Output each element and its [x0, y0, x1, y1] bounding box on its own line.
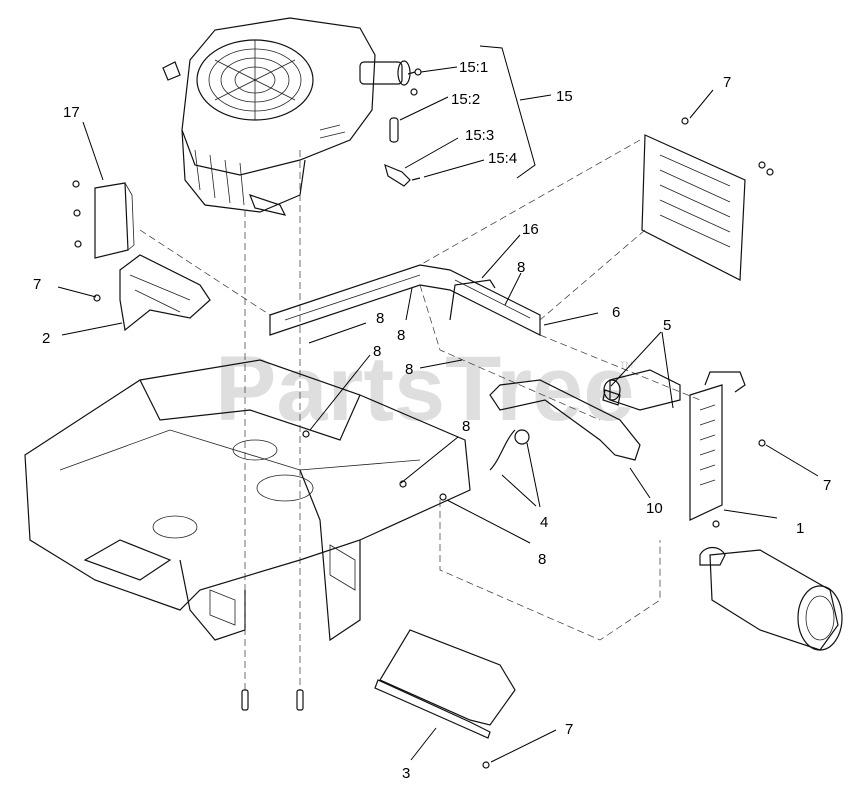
- callout-15-4: 15:4: [488, 150, 517, 167]
- callout-7-bottom: 7: [565, 721, 573, 738]
- callout-7-right: 7: [823, 477, 831, 494]
- rod-16[interactable]: [449, 279, 496, 321]
- callout-7-top: 7: [723, 74, 731, 91]
- muffler-guard-1[interactable]: [689, 371, 766, 528]
- exhaust-pipe-10[interactable]: [489, 369, 681, 461]
- bracket-15-3[interactable]: [384, 163, 411, 187]
- callout-7-left: 7: [33, 276, 41, 293]
- heat-shield-3[interactable]: [374, 629, 516, 769]
- callout-15: 15: [556, 88, 573, 105]
- engine-assembly[interactable]: [162, 17, 411, 216]
- fastener-15-1[interactable]: [407, 68, 422, 96]
- callout-8-f: 8: [462, 418, 470, 435]
- callout-8-d: 8: [373, 343, 381, 360]
- callout-15-1: 15:1: [459, 59, 488, 76]
- screw-15-4[interactable]: [411, 177, 421, 181]
- callout-4: 4: [540, 514, 548, 531]
- callout-15-3: 15:3: [465, 127, 494, 144]
- callout-labels: 15:1 15:2 15:3 15:4 15 17 7 16 8 7 2 8 8…: [33, 59, 831, 782]
- bracket-2[interactable]: [93, 254, 211, 332]
- callout-3: 3: [402, 765, 410, 782]
- clamp-4[interactable]: [489, 429, 530, 471]
- watermark-trademark: TM: [620, 360, 633, 370]
- callout-16: 16: [522, 221, 539, 238]
- pipe-15-2[interactable]: [389, 117, 399, 143]
- callout-17: 17: [63, 104, 80, 121]
- bolts-bottom[interactable]: [241, 689, 304, 711]
- screen-panel[interactable]: [641, 117, 774, 281]
- callout-5: 5: [663, 317, 671, 334]
- muffler[interactable]: [699, 546, 843, 651]
- reference-lines: [139, 139, 701, 690]
- callout-8-a: 8: [517, 259, 525, 276]
- watermark-text: PartsTree: [215, 338, 634, 440]
- heat-shield-17[interactable]: [72, 180, 135, 259]
- callout-8-g: 8: [538, 551, 546, 568]
- callout-8-c: 8: [397, 327, 405, 344]
- callout-10: 10: [646, 500, 663, 517]
- leader-lines: [57, 45, 819, 763]
- callout-8-e: 8: [405, 361, 413, 378]
- callout-1: 1: [796, 520, 804, 537]
- clamp-5[interactable]: [602, 389, 621, 406]
- callout-6: 6: [612, 304, 620, 321]
- callout-8-b: 8: [376, 310, 384, 327]
- callout-15-2: 15:2: [451, 91, 480, 108]
- frame-rail-6[interactable]: [269, 264, 541, 336]
- callout-2: 2: [42, 330, 50, 347]
